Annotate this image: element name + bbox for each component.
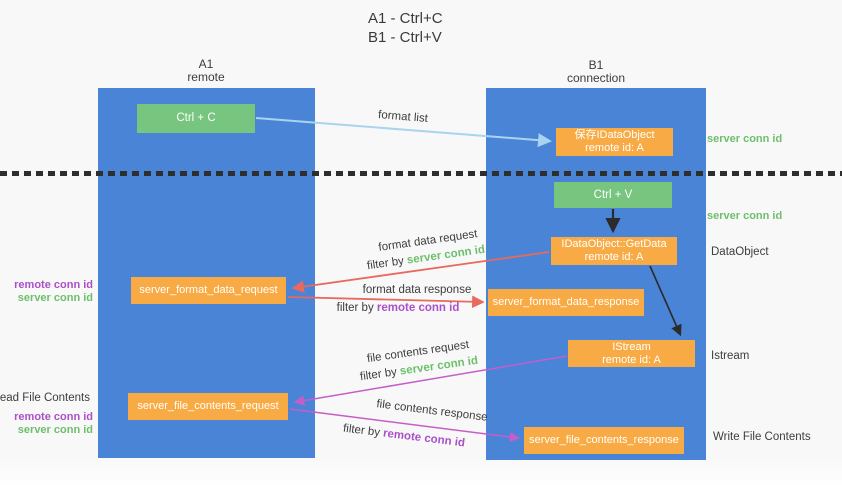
node-save-idataobject: 保存IDataObject remote id: A bbox=[556, 128, 673, 156]
format-request-label: server_format_data_request bbox=[139, 284, 278, 296]
label-file-contents-response: file contents response bbox=[375, 398, 489, 424]
column-a1-name: A1 bbox=[198, 57, 214, 71]
column-b1-role: connection bbox=[566, 71, 626, 85]
remote-conn-id-text: remote conn id bbox=[382, 427, 466, 450]
left-remote-conn-id-1: remote conn id bbox=[14, 279, 93, 291]
column-a1-role: remote bbox=[187, 70, 225, 84]
diagram-title: A1 - Ctrl+C B1 - Ctrl+V bbox=[368, 9, 443, 47]
filter-by-text: filter by bbox=[342, 422, 381, 439]
right-dataobject-label: DataObject bbox=[711, 246, 769, 258]
column-header-a1: A1 remote bbox=[146, 58, 266, 84]
filter-by-text: filter by bbox=[366, 255, 405, 273]
label-filter-by-remote-conn-2: filter by remote conn id bbox=[342, 423, 465, 450]
filter-by-text: filter by bbox=[359, 366, 398, 384]
left-remote-conn-id-2: remote conn id bbox=[14, 411, 93, 423]
filter-by-text: filter by bbox=[336, 302, 374, 314]
save-idataobject-line1: 保存IDataObject bbox=[574, 129, 655, 141]
format-response-label: server_format_data_response bbox=[492, 296, 640, 308]
node-istream: IStream remote id: A bbox=[568, 340, 695, 367]
remote-conn-id-text: remote conn id bbox=[376, 302, 460, 314]
left-server-conn-id-2: server conn id bbox=[17, 424, 93, 436]
column-header-b1: B1 connection bbox=[536, 59, 656, 85]
right-server-conn-id-2: server conn id bbox=[707, 210, 783, 222]
node-server-format-data-request: server_format_data_request bbox=[131, 277, 286, 304]
node-ctrl-v: Ctrl + V bbox=[554, 182, 672, 208]
label-filter-by-remote-conn-1: filter by remote conn id bbox=[337, 302, 460, 314]
column-b1-name: B1 bbox=[588, 58, 604, 72]
dotted-separator-line bbox=[0, 171, 842, 176]
right-write-file-contents: Write File Contents bbox=[713, 431, 811, 443]
title-line-2: B1 - Ctrl+V bbox=[368, 29, 442, 46]
node-server-file-contents-response: server_file_contents_response bbox=[524, 427, 684, 454]
getdata-line2: remote id: A bbox=[584, 251, 644, 263]
label-format-list: format list bbox=[377, 109, 429, 125]
getdata-line1: IDataObject::GetData bbox=[561, 238, 667, 250]
node-server-file-contents-request: server_file_contents_request bbox=[128, 393, 288, 420]
node-ctrl-c: Ctrl + C bbox=[137, 104, 255, 133]
file-response-label: server_file_contents_response bbox=[529, 434, 679, 446]
node-idataobject-getdata: IDataObject::GetData remote id: A bbox=[551, 237, 677, 265]
left-server-conn-id-1: server conn id bbox=[17, 292, 93, 304]
node-server-format-data-response: server_format_data_response bbox=[488, 289, 644, 316]
istream-line1: IStream bbox=[612, 340, 651, 353]
right-server-conn-id-1: server conn id bbox=[707, 133, 783, 145]
save-idataobject-line2: remote id: A bbox=[585, 142, 644, 154]
left-read-file-contents: Read File Contents bbox=[0, 392, 90, 404]
ctrl-c-label: Ctrl + C bbox=[176, 112, 216, 124]
ctrl-v-label: Ctrl + V bbox=[593, 188, 633, 201]
right-istream-label: Istream bbox=[711, 350, 750, 362]
file-request-label: server_file_contents_request bbox=[137, 400, 279, 412]
label-format-data-response: format data response bbox=[362, 284, 472, 296]
istream-line2: remote id: A bbox=[602, 353, 661, 366]
title-line-1: A1 - Ctrl+C bbox=[368, 10, 443, 27]
